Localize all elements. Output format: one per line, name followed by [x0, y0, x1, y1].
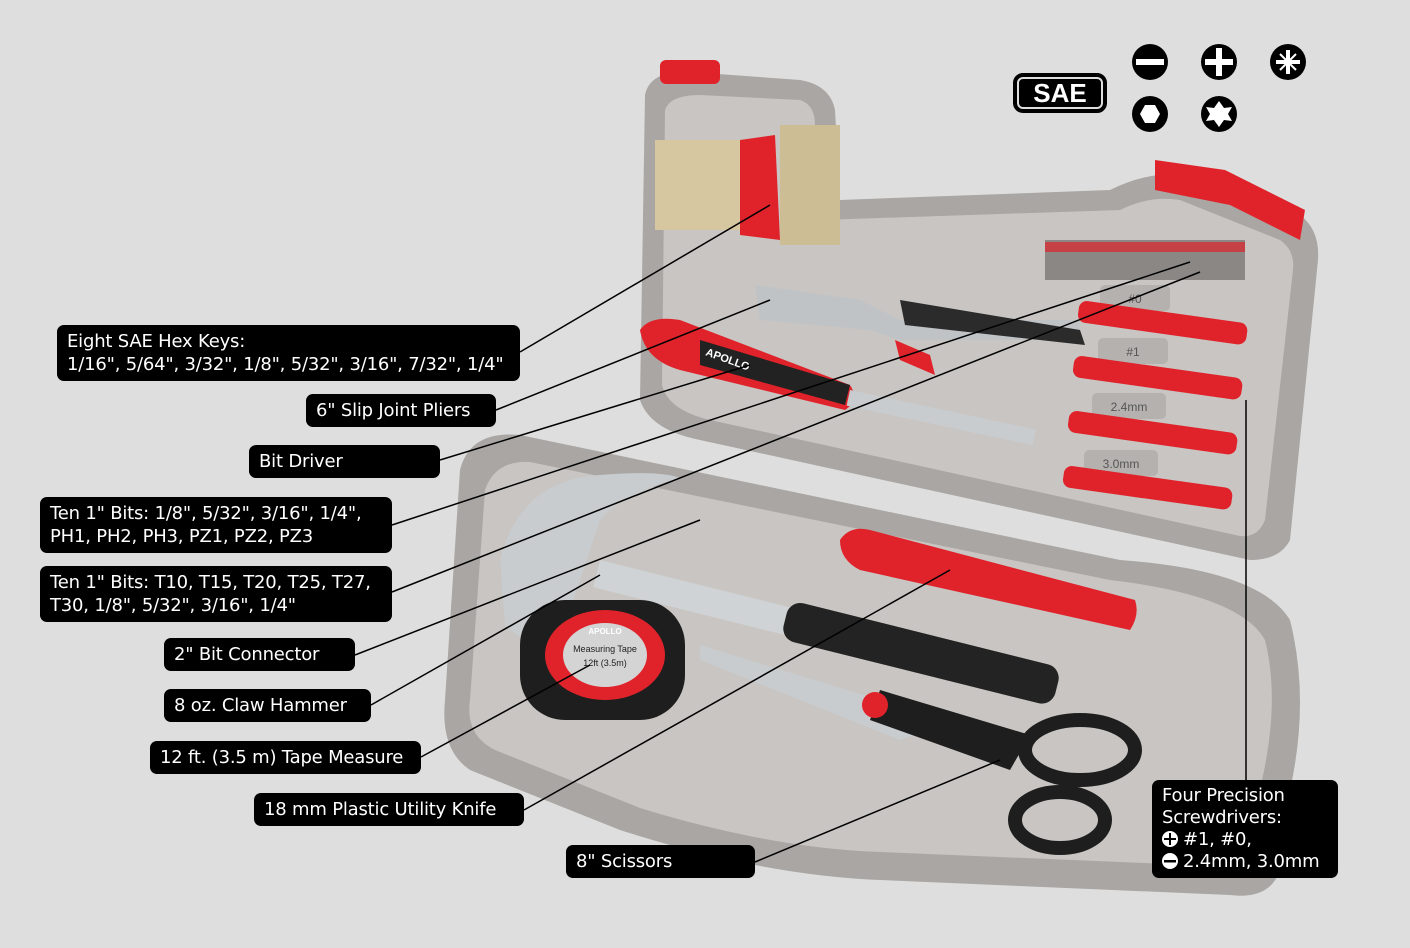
label-line-slotted: 2.4mm, 3.0mm — [1162, 851, 1328, 873]
label-tape-measure: 12 ft. (3.5 m) Tape Measure — [150, 741, 421, 774]
slot-label: 3.0mm — [1103, 457, 1140, 471]
slip-joint-pliers — [755, 285, 1085, 375]
label-line: Ten 1" Bits: 1/8", 5/32", 3/16", 1/4", — [50, 503, 362, 524]
label-line: Four Precision — [1162, 785, 1285, 806]
phillips-icon — [1162, 831, 1178, 847]
torx-icon — [1201, 96, 1237, 132]
label-text: #1, #0, — [1183, 829, 1252, 850]
precision-screwdrivers — [1062, 301, 1248, 510]
utility-knife — [840, 528, 1137, 630]
label-line-phillips: #1, #0, — [1162, 829, 1328, 851]
label-hammer: 8 oz. Claw Hammer — [164, 689, 371, 722]
label-bit-connector: 2" Bit Connector — [164, 638, 355, 671]
label-line: T30, 1/8", 5/32", 3/16", 1/4" — [50, 595, 296, 616]
phillips-icon — [1201, 44, 1237, 80]
tape-measure: APOLLO Measuring Tape 12ft (3.5m) — [520, 600, 685, 720]
tape-brand-text: APOLLO — [588, 627, 621, 636]
hex-icon — [1132, 96, 1168, 132]
slot-label: #1 — [1126, 345, 1140, 359]
bit-rack — [1045, 240, 1245, 280]
slot-label: 2.4mm — [1111, 400, 1148, 414]
slot-label: #0 — [1128, 292, 1142, 306]
tape-title-text: Measuring Tape — [573, 644, 637, 654]
hex-keys — [655, 125, 840, 245]
bit-driver: APOLLO — [640, 318, 1036, 446]
label-line: 1/16", 5/64", 3/32", 1/8", 5/32", 3/16",… — [67, 354, 504, 375]
label-utility-knife: 18 mm Plastic Utility Knife — [254, 793, 524, 826]
pozidriv-icon — [1270, 44, 1306, 80]
label-line: Ten 1" Bits: T10, T15, T20, T25, T27, — [50, 572, 371, 593]
leader-lines — [354, 204, 1247, 863]
lid-latch-left — [660, 60, 720, 84]
drive-type-icons — [1132, 44, 1306, 132]
label-screwdrivers: Four Precision Screwdrivers: #1, #0, 2.4… — [1152, 780, 1338, 878]
label-bits-a: Ten 1" Bits: 1/8", 5/32", 3/16", 1/4", P… — [40, 497, 392, 553]
lid-latch-right — [1155, 160, 1305, 240]
label-bit-driver: Bit Driver — [249, 445, 440, 478]
slotted-icon — [1132, 44, 1168, 80]
label-line: PH1, PH2, PH3, PZ1, PZ2, PZ3 — [50, 526, 314, 547]
label-pliers: 6" Slip Joint Pliers — [306, 394, 496, 427]
sae-badge: SAE — [1013, 73, 1107, 113]
slotted-icon — [1162, 853, 1178, 869]
label-bits-b: Ten 1" Bits: T10, T15, T20, T25, T27, T3… — [40, 566, 392, 622]
scissors — [700, 645, 1142, 855]
label-text: 2.4mm, 3.0mm — [1183, 851, 1320, 872]
label-scissors: 8" Scissors — [566, 845, 755, 878]
claw-hammer — [500, 473, 1059, 704]
tape-size-text: 12ft (3.5m) — [583, 658, 627, 668]
label-line: Screwdrivers: — [1162, 807, 1282, 828]
label-hex-keys: Eight SAE Hex Keys: 1/16", 5/64", 3/32",… — [57, 325, 520, 381]
label-line: Eight SAE Hex Keys: — [67, 331, 246, 352]
